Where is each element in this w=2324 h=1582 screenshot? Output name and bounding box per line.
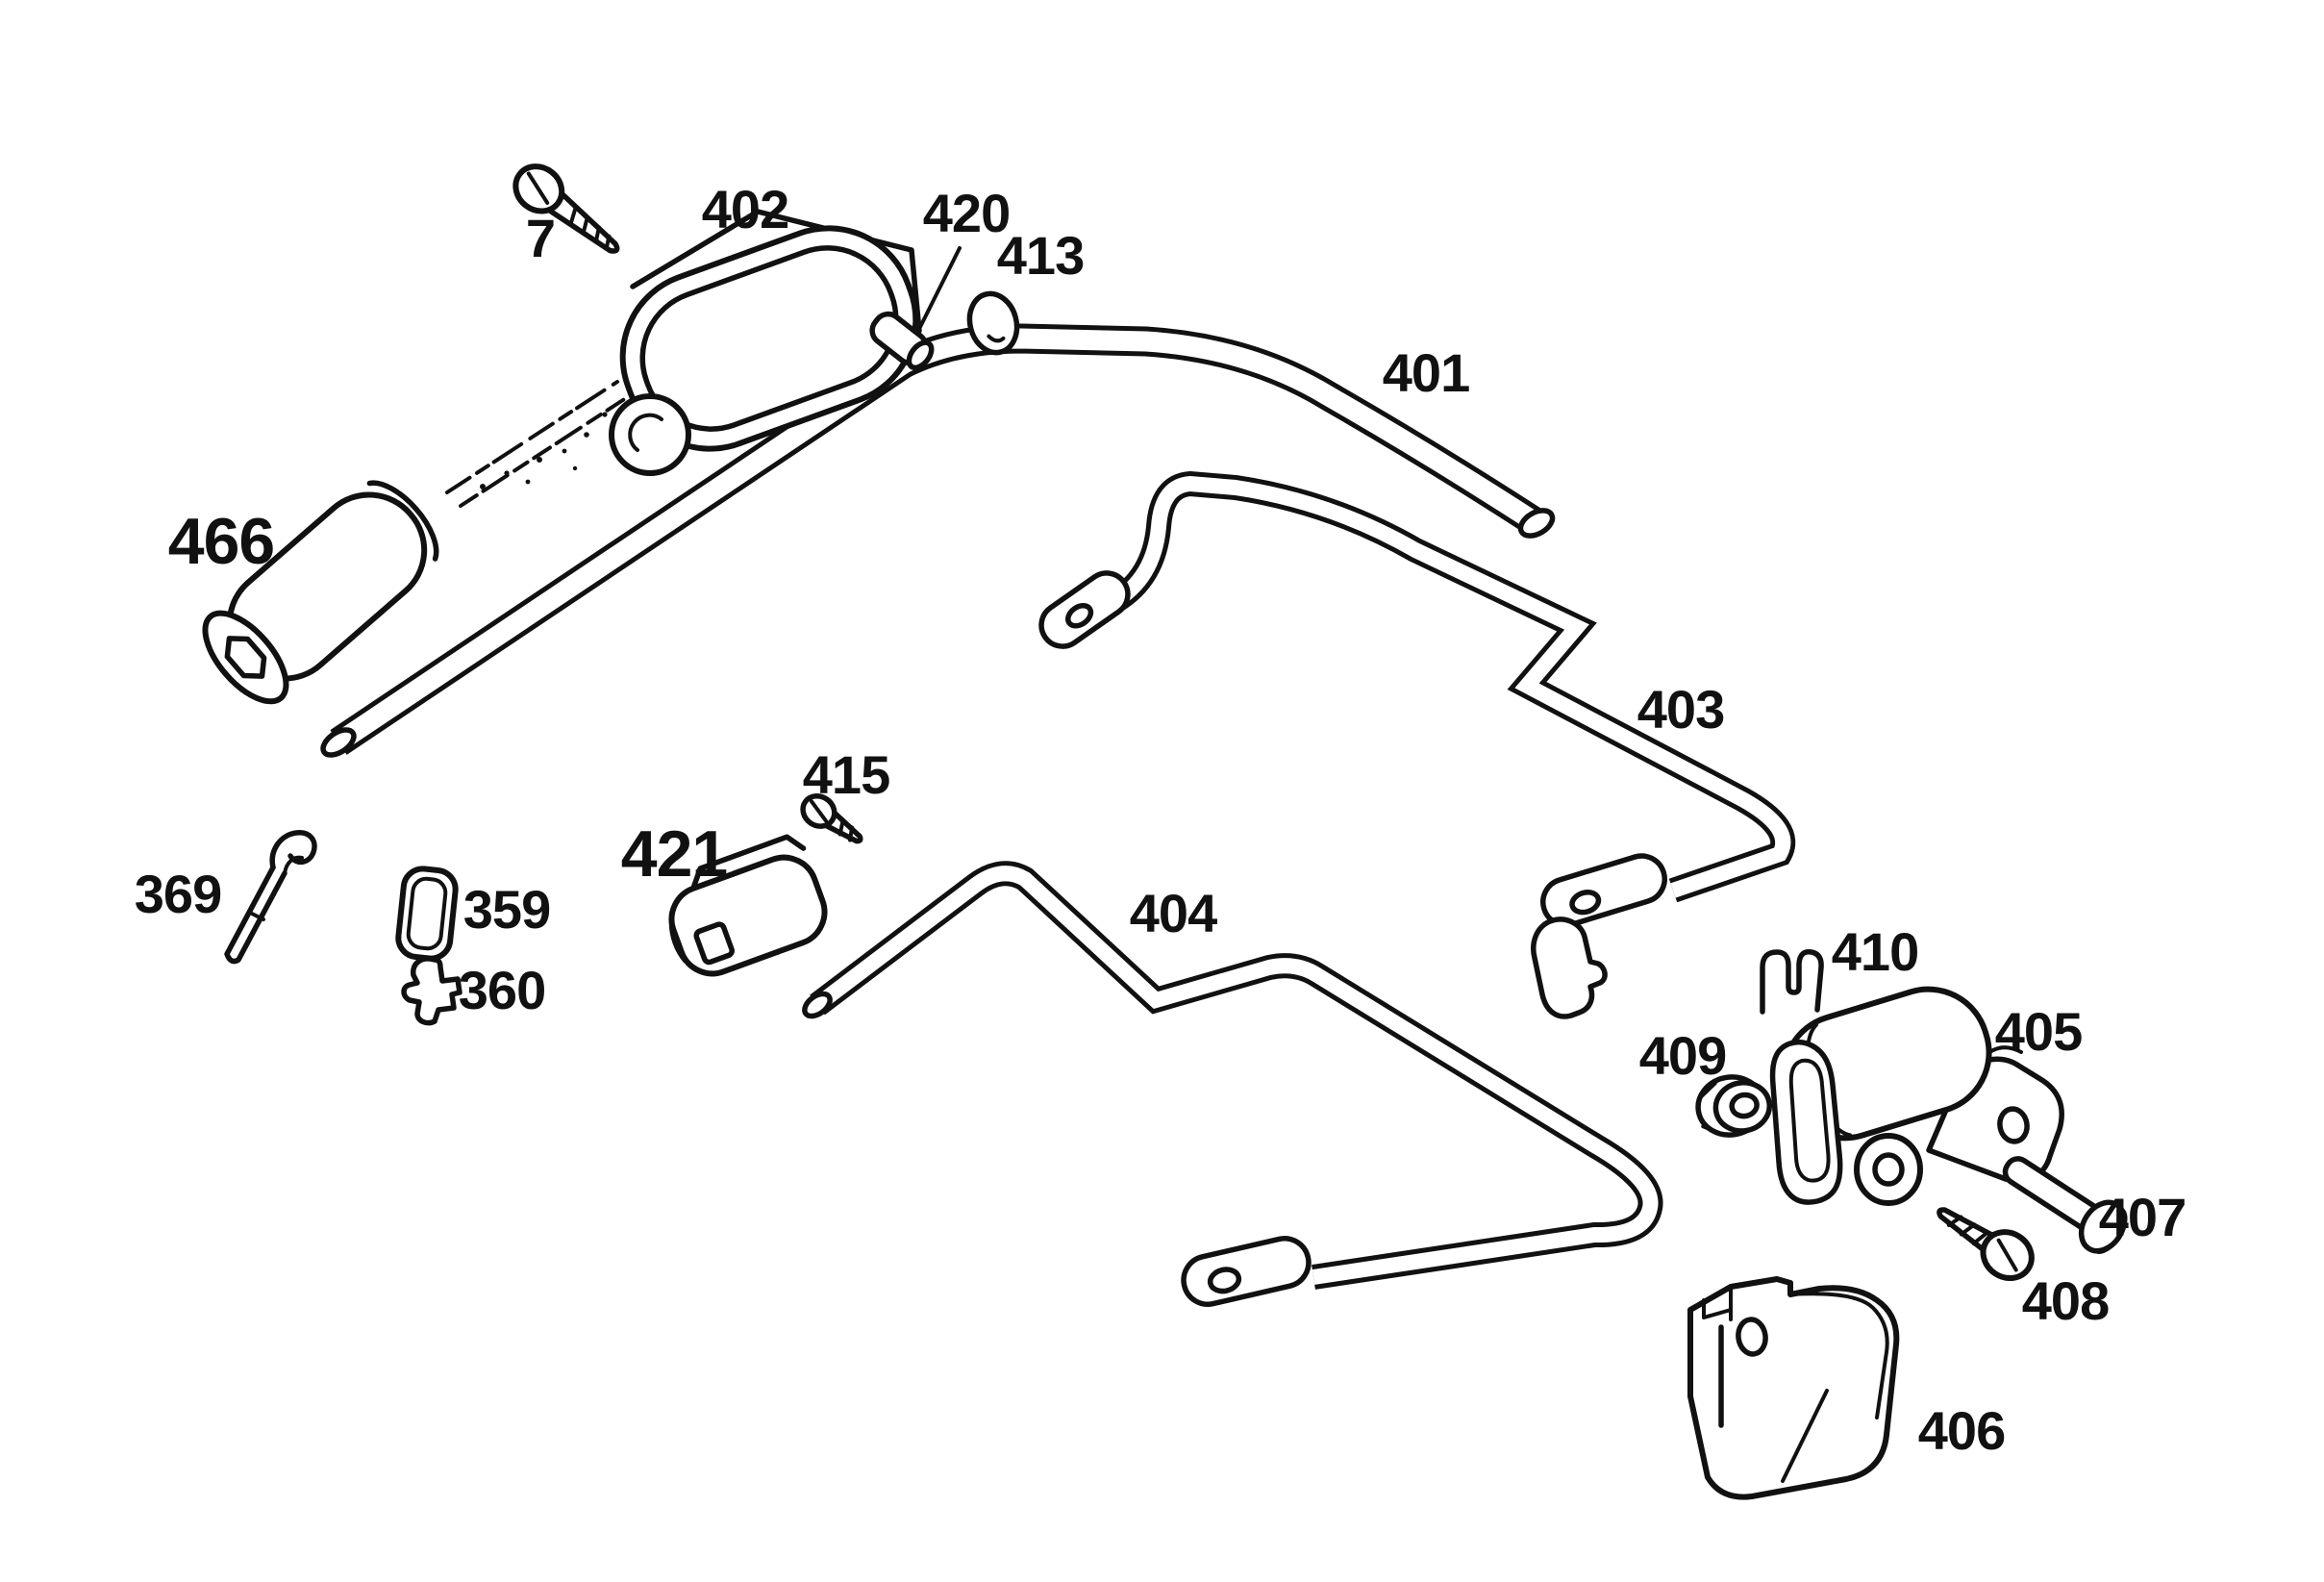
part-label-359: 359 bbox=[463, 879, 550, 940]
knob-square-hole bbox=[693, 921, 735, 966]
part-label-415: 415 bbox=[803, 744, 889, 805]
part-label-409: 409 bbox=[1639, 1025, 1726, 1086]
rod-403-right-eye bbox=[1540, 853, 1667, 928]
tube-end-cap-right bbox=[1517, 508, 1556, 539]
part-label-466: 466 bbox=[168, 505, 274, 578]
part-label-408: 408 bbox=[2022, 1270, 2109, 1331]
upper-handlebar-drawing bbox=[320, 339, 1556, 758]
part-label-7: 7 bbox=[526, 208, 555, 268]
eye-pivot-clip bbox=[1531, 917, 1608, 1019]
handle-grip-drawing bbox=[202, 480, 439, 705]
part-label-413: 413 bbox=[997, 225, 1084, 286]
screw-7-drawing bbox=[512, 163, 620, 254]
part-label-407: 407 bbox=[2099, 1187, 2186, 1247]
bolt-407-drawing bbox=[2002, 1156, 2128, 1254]
nut-409-drawing bbox=[1695, 1074, 1773, 1138]
part-label-406: 406 bbox=[1918, 1400, 2005, 1461]
bracket-hole bbox=[1736, 1317, 1768, 1357]
cable-collar bbox=[609, 393, 691, 476]
roller-assembly-drawing bbox=[1769, 986, 2064, 1206]
tube-open-end-left bbox=[320, 727, 357, 758]
part-label-401: 401 bbox=[1383, 342, 1469, 403]
control-housing-drawing bbox=[609, 209, 922, 476]
rod-404-eye bbox=[1181, 1236, 1312, 1307]
part-label-360: 360 bbox=[459, 960, 545, 1020]
bracket-406-drawing bbox=[1687, 1276, 1900, 1500]
screw-slot bbox=[526, 171, 550, 205]
cotter-pin-drawing bbox=[224, 830, 317, 965]
part-label-421: 421 bbox=[621, 817, 727, 891]
leader-line-420 bbox=[915, 246, 962, 335]
bracket-hole bbox=[1997, 1106, 2030, 1144]
screw-415-drawing bbox=[800, 792, 863, 844]
part-label-404: 404 bbox=[1130, 883, 1217, 943]
middle-control-rod-drawing bbox=[1038, 484, 1783, 1019]
rod-404-open-end bbox=[802, 991, 833, 1019]
grommet-359-drawing bbox=[395, 866, 459, 962]
part-label-420: 420 bbox=[923, 183, 1010, 243]
part-label-402: 402 bbox=[702, 179, 788, 239]
pin-420-drawing bbox=[869, 311, 935, 371]
clip-410-drawing bbox=[1760, 949, 1824, 1015]
screw-408-drawing bbox=[1937, 1207, 2035, 1282]
part-label-403: 403 bbox=[1637, 679, 1724, 740]
part-label-410: 410 bbox=[1832, 921, 1918, 982]
part-label-405: 405 bbox=[1995, 1001, 2082, 1062]
lower-control-rod-drawing bbox=[802, 873, 1651, 1307]
washer-413-drawing bbox=[966, 290, 1020, 356]
part-label-369: 369 bbox=[135, 864, 221, 924]
rod-403-left-eye bbox=[1038, 570, 1131, 649]
hex-bore bbox=[224, 636, 267, 679]
clip-360-drawing bbox=[401, 956, 462, 1026]
hatched-bar-sketch bbox=[445, 380, 631, 508]
knob-421-drawing bbox=[668, 834, 828, 977]
